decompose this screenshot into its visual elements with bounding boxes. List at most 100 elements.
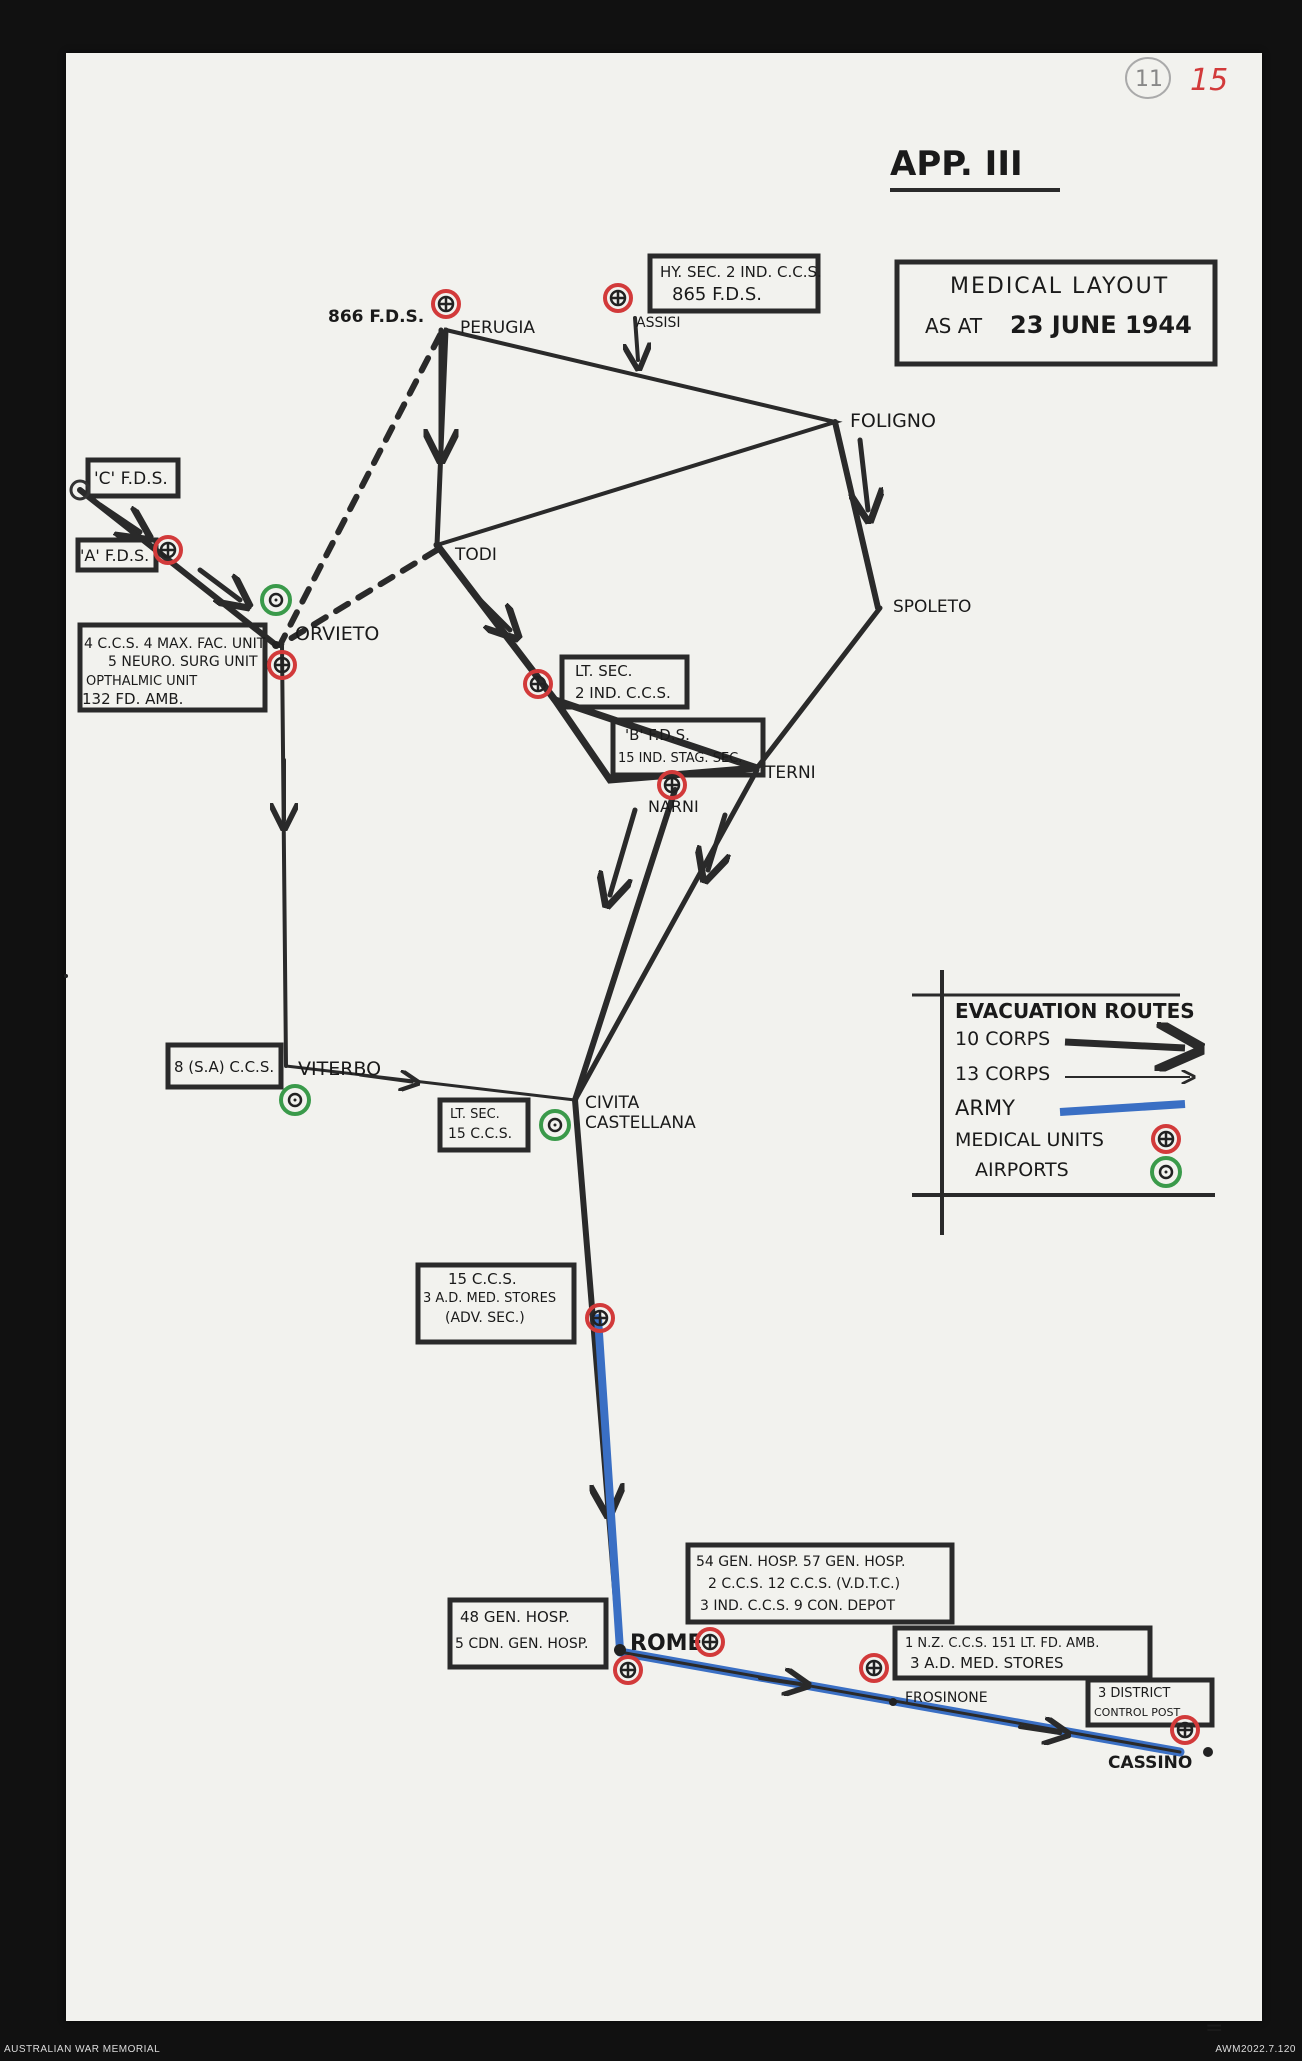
c-fds-box xyxy=(85,457,181,499)
place-perugia: PERUGIA xyxy=(460,318,535,338)
civita-box-label-2: 15 C.C.S. xyxy=(448,1126,512,1142)
medical-unit-icon xyxy=(603,283,633,313)
airport-markers xyxy=(260,584,571,1141)
c-fds-marker xyxy=(69,479,91,501)
legend-airport-icon xyxy=(1150,1156,1182,1188)
medical-unit-icon xyxy=(431,289,461,319)
nz-label-1: 1 N.Z. C.C.S. 151 LT. FD. AMB. xyxy=(905,1636,1099,1651)
lt-sec-label-2: 2 IND. C.C.S. xyxy=(575,684,671,702)
orvieto-label-1: 4 C.C.S. 4 MAX. FAC. UNIT xyxy=(84,636,266,652)
route-perugia-foligno-todi xyxy=(434,327,843,548)
route-dash-todi-orvieto xyxy=(277,547,440,648)
place-names: PERUGIA ASSISI FOLIGNO TODI SPOLETO ORVI… xyxy=(295,315,1192,1773)
legend-title: EVACUATION ROUTES xyxy=(955,999,1195,1023)
medical-unit-icon xyxy=(613,1655,643,1685)
legend-medical-icon xyxy=(1151,1124,1181,1154)
page-number: 15 xyxy=(1190,63,1228,98)
place-cassino: CASSINO xyxy=(1108,1753,1192,1773)
a-fds-label: 'A' F.D.S. xyxy=(80,546,149,565)
c-fds-label: 'C' F.D.S. xyxy=(94,469,168,489)
place-spoleto: SPOLETO xyxy=(893,597,971,617)
assisi-box xyxy=(647,253,821,314)
ccs15-label-1: 15 C.C.S. xyxy=(448,1270,517,1288)
place-assisi: ASSISI xyxy=(636,315,681,331)
army-route xyxy=(594,1314,1185,1757)
rome-units-label-1: 54 GEN. HOSP. 57 GEN. HOSP. xyxy=(696,1554,905,1570)
unit-boxes: HY. SEC. 2 IND. C.C.S. 865 F.D.S. 'C' F.… xyxy=(75,253,1215,1728)
legend: EVACUATION ROUTES 10 CORPS 13 CORPS ARMY… xyxy=(912,970,1215,1235)
rome-units-label-3: 3 IND. C.C.S. 9 CON. DEPOT xyxy=(700,1598,895,1614)
title-line1: MEDICAL LAYOUT xyxy=(950,274,1169,299)
assisi-label-2: 865 F.D.S. xyxy=(672,284,762,305)
airport-icon xyxy=(539,1109,571,1141)
airport-icon xyxy=(279,1084,311,1116)
b-fds-label-2: 15 IND. STAG. SEC. xyxy=(618,751,742,766)
medical-unit-icon xyxy=(1170,1715,1200,1745)
ccs15-label-3: (ADV. SEC.) xyxy=(445,1310,525,1326)
footer-accession: AWM2022.7.120 xyxy=(1215,2044,1296,2055)
place-rome: ROME xyxy=(630,1631,703,1656)
title-line2-prefix: AS AT xyxy=(925,314,983,338)
district-box xyxy=(1085,1677,1215,1728)
district-label-1: 3 DISTRICT xyxy=(1098,1686,1170,1701)
nz-box xyxy=(892,1625,1153,1681)
ccs15-box xyxy=(415,1262,577,1345)
ccs15-label-2: 3 A.D. MED. STORES xyxy=(423,1291,556,1306)
place-viterbo: VITERBO xyxy=(298,1058,381,1080)
orvieto-label-3: OPTHALMIC UNIT xyxy=(86,674,197,689)
orvieto-label-2: 5 NEURO. SURG UNIT xyxy=(108,654,258,670)
district-label-2: CONTROL POST xyxy=(1094,1706,1180,1719)
legend-10-corps: 10 CORPS xyxy=(955,1028,1050,1050)
route-viterbo-civita xyxy=(284,1064,577,1102)
place-castellana: CASTELLANA xyxy=(585,1113,696,1133)
appendix-label: APP. III xyxy=(890,144,1023,184)
tally-mark: = xyxy=(1205,2016,1223,2041)
place-todi: TODI xyxy=(454,545,497,565)
legend-airports: AIRPORTS xyxy=(975,1159,1069,1181)
circled-note: 11 xyxy=(1135,67,1163,92)
gen-hosp-label-2: 5 CDN. GEN. HOSP. xyxy=(455,1636,589,1652)
circled-note-marker xyxy=(1125,57,1171,99)
airport-icon xyxy=(260,584,292,616)
civita-box xyxy=(437,1097,531,1153)
orvieto-label-4: 132 FD. AMB. xyxy=(82,690,183,708)
place-orvieto: ORVIETO xyxy=(295,623,379,645)
b-fds-box xyxy=(610,717,766,778)
rome-units-box xyxy=(685,1542,955,1625)
gen-hosp-box xyxy=(447,1597,609,1670)
civita-box-label-1: LT. SEC. xyxy=(450,1107,500,1122)
route-narni-civita xyxy=(572,787,678,1103)
rome-units-label-2: 2 C.C.S. 12 C.C.S. (V.D.T.C.) xyxy=(708,1576,900,1592)
viterbo-box xyxy=(165,1042,284,1090)
route-assisi xyxy=(635,316,638,360)
viterbo-box-label: 8 (S.A) C.C.S. xyxy=(174,1058,274,1076)
orvieto-box xyxy=(77,622,268,713)
town-dots xyxy=(64,641,1213,1757)
route-network xyxy=(77,316,881,1653)
footer-institution: AUSTRALIAN WAR MEMORIAL xyxy=(4,2044,161,2055)
route-foligno-spoleto xyxy=(832,419,881,611)
legend-army: ARMY xyxy=(955,1096,1015,1120)
nz-label-2: 3 A.D. MED. STORES xyxy=(910,1654,1064,1672)
route-dash-perugia-orvieto xyxy=(277,332,443,648)
fds866-label: 866 F.D.S. xyxy=(328,307,424,327)
legend-13-corps: 13 CORPS xyxy=(955,1063,1050,1085)
route-orvieto-viterbo xyxy=(280,643,288,1068)
place-narni: NARNI xyxy=(648,797,699,816)
place-civita: CIVITA xyxy=(585,1093,640,1113)
place-frosinone: FROSINONE xyxy=(905,1690,988,1706)
assisi-label-1: HY. SEC. 2 IND. C.C.S. xyxy=(660,263,822,281)
lt-sec-label-1: LT. SEC. xyxy=(575,662,632,680)
title-line2-date: 23 JUNE 1944 xyxy=(1010,311,1192,339)
legend-medical-units: MEDICAL UNITS xyxy=(955,1129,1104,1151)
b-fds-label-1: 'B' F.D.S. xyxy=(625,726,690,744)
medical-unit-icon xyxy=(859,1653,889,1683)
place-foligno: FOLIGNO xyxy=(850,410,936,432)
title-box xyxy=(894,259,1218,367)
place-terni: TERNI xyxy=(764,763,816,783)
lt-sec-box xyxy=(559,654,690,710)
medical-unit-markers xyxy=(69,283,1200,1745)
title-block: 11 15 APP. III MEDICAL LAYOUT AS AT 23 J… xyxy=(890,57,1228,367)
gen-hosp-label-1: 48 GEN. HOSP. xyxy=(460,1608,570,1626)
